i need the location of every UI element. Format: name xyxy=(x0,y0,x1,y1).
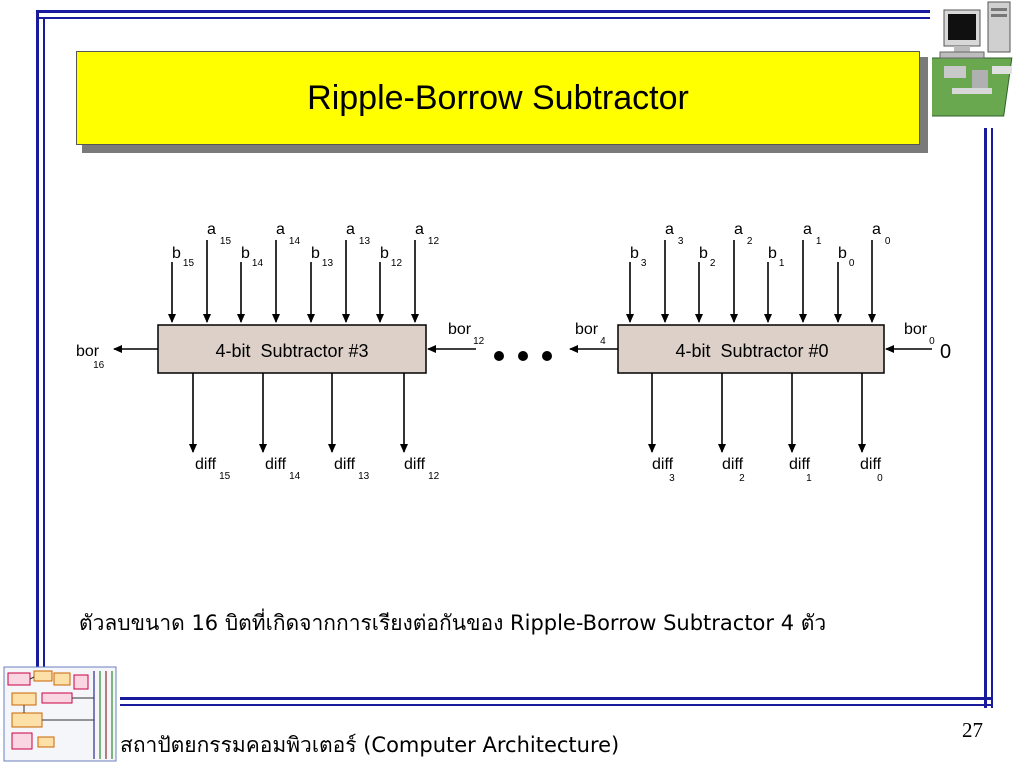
slide-title: Ripple-Borrow Subtractor xyxy=(307,78,689,117)
borrow-in-0-label: bor0 xyxy=(904,321,935,347)
footer-course-title: สถาปัตยกรรมคอมพิวเตอร์ (Computer Archite… xyxy=(120,733,620,757)
subtractor-block-0-label: 4-bit Subtractor #0 xyxy=(675,341,828,361)
input-label-b15: b15 xyxy=(172,245,194,269)
left-block-inputs xyxy=(168,240,419,323)
block-diagram-clipart-icon xyxy=(3,666,117,762)
input-label-a13: a13 xyxy=(346,221,370,247)
frame-left-line-2 xyxy=(43,17,45,678)
output-label-diff15: diff15 xyxy=(195,456,231,482)
output-label-diff13: diff13 xyxy=(334,456,370,482)
borrow-out-4-label: bor4 xyxy=(575,321,606,347)
input-label-a15: a15 xyxy=(207,221,231,247)
subtractor-block-3 xyxy=(157,324,427,374)
computer-clipart-icon xyxy=(932,1,1013,117)
frame-right-line-1 xyxy=(984,128,987,708)
page-number: 27 xyxy=(962,718,983,742)
title-box: Ripple-Borrow Subtractor xyxy=(76,51,920,145)
frame-right-line-2 xyxy=(991,128,993,708)
input-label-a2: a2 xyxy=(734,221,753,247)
input-label-a1: a1 xyxy=(803,221,822,247)
subtractor-block-3-label: 4-bit Subtractor #3 xyxy=(215,341,368,361)
left-block-outputs xyxy=(189,373,408,453)
input-label-b3: b3 xyxy=(630,245,647,269)
input-label-b14: b14 xyxy=(241,245,263,269)
subtractor-block-0 xyxy=(617,324,885,374)
input-label-b12: b12 xyxy=(380,245,402,269)
input-label-b0: b0 xyxy=(838,245,855,269)
right-block-inputs xyxy=(626,240,876,323)
input-label-a0: a0 xyxy=(872,221,891,247)
diagram-caption: ตัวลบขนาด 16 บิตที่เกิดจากการเรียงต่อกัน… xyxy=(79,611,827,635)
borrow-in-12-label: bor12 xyxy=(448,321,485,347)
output-label-diff14: diff14 xyxy=(265,456,301,482)
frame-top-line-1 xyxy=(36,10,930,13)
frame-bottom-line-2 xyxy=(120,704,993,706)
input-label-b1: b1 xyxy=(768,245,785,269)
frame-left-line-1 xyxy=(36,10,39,678)
borrow-in-0-value: 0 xyxy=(940,341,951,363)
input-label-a14: a14 xyxy=(276,221,300,247)
input-label-b13: b13 xyxy=(311,245,333,269)
ellipsis-dots xyxy=(494,351,552,361)
input-label-a3: a3 xyxy=(665,221,684,247)
right-block-outputs xyxy=(648,373,866,453)
frame-top-line-2 xyxy=(36,17,930,19)
output-label-diff12: diff12 xyxy=(404,456,440,482)
frame-bottom-line-1 xyxy=(120,697,993,700)
input-label-a12: a12 xyxy=(415,221,439,247)
input-label-b2: b2 xyxy=(699,245,716,269)
